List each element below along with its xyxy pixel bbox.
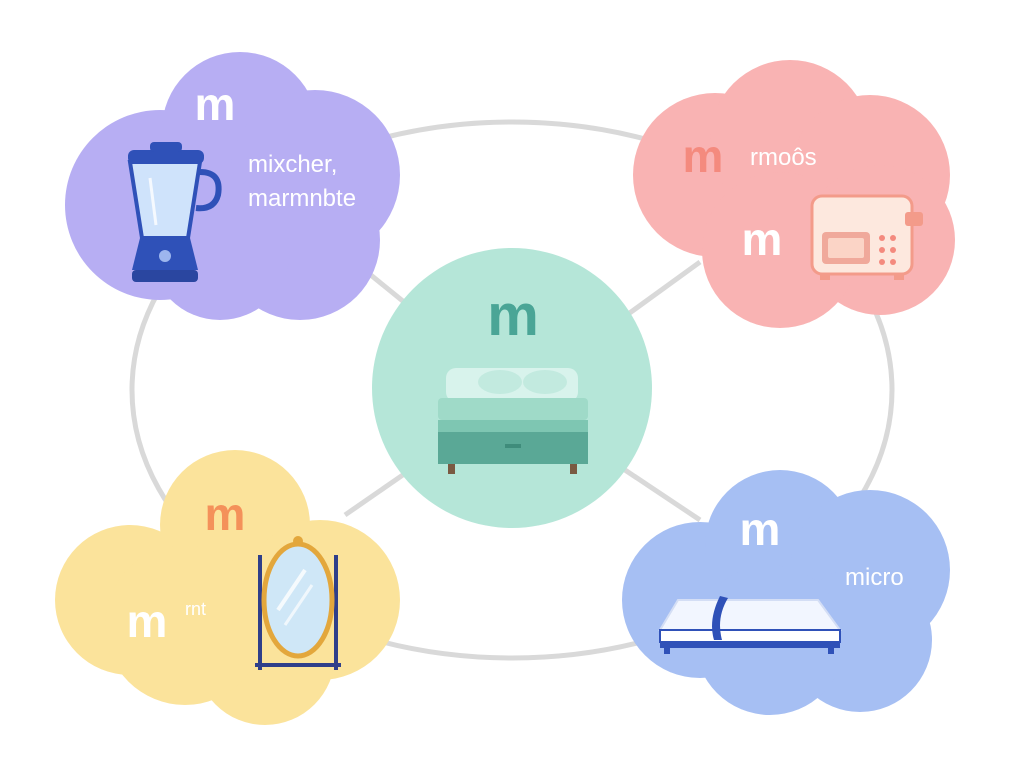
mirror-icon [255, 536, 341, 670]
hub-node: m [372, 248, 652, 528]
cloud-top-right [633, 60, 955, 328]
node-top-right: m rmoôs m [633, 60, 955, 328]
node-bottom-left-small-text: rnt [185, 599, 206, 619]
bed-icon [438, 368, 588, 474]
spoke-bottom-right [623, 467, 702, 523]
spoke-bottom-left [343, 467, 412, 518]
node-bottom-left-letter-primary: m [205, 488, 246, 540]
cloud-bottom-right [622, 470, 950, 715]
mattress-icon [658, 596, 842, 654]
node-bottom-right-letter: m [740, 503, 781, 555]
node-top-right-letter-primary: m [683, 130, 724, 182]
node-top-left: m mixcher, marmnbte [65, 52, 400, 320]
node-bottom-right: m micro [622, 470, 950, 715]
hub-letter: m [487, 283, 539, 348]
blender-icon [127, 142, 222, 282]
node-bottom-right-text: micro [845, 564, 904, 591]
node-top-right-text: rmoôs [750, 144, 817, 171]
spoke-top-right [618, 259, 702, 323]
node-top-left-letter: m [195, 78, 236, 130]
node-top-right-letter-secondary: m [742, 213, 783, 265]
node-top-left-text-line1: mixcher, [248, 151, 337, 178]
node-top-left-text-line2: marmnbte [248, 185, 356, 212]
node-bottom-left-letter-secondary: m [127, 595, 168, 647]
node-bottom-left: m m rnt [55, 450, 400, 725]
outer-ring [129, 119, 895, 661]
microwave-icon [810, 194, 923, 280]
